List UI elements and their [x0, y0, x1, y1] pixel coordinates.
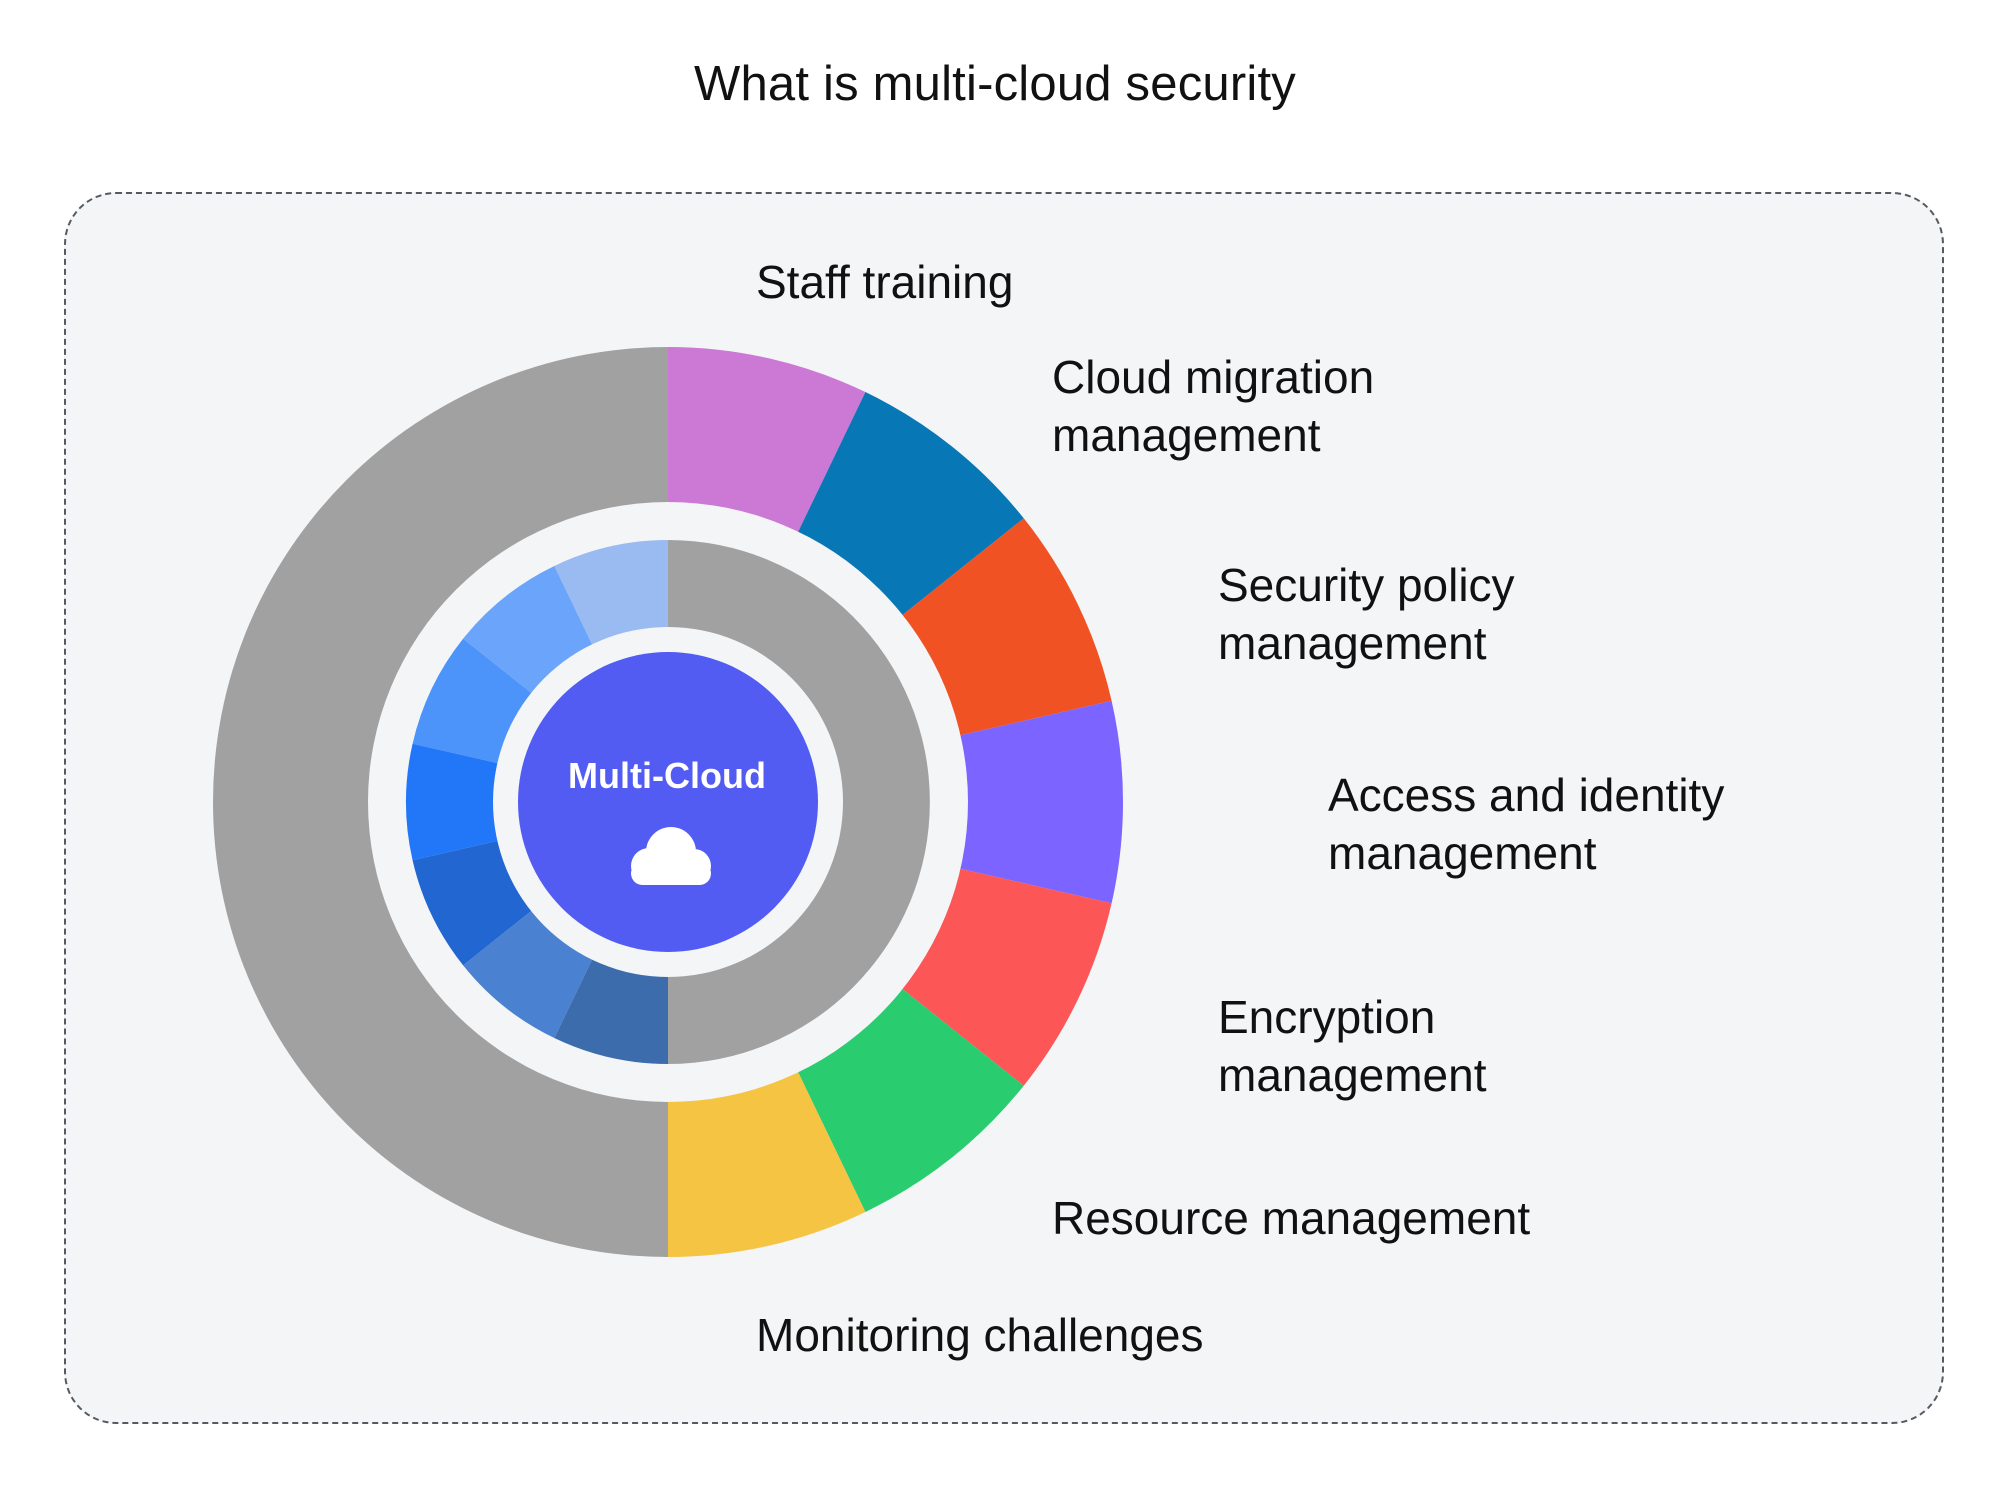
label-access-identity: Access and identity management [1328, 769, 1725, 879]
cloud-icon [631, 827, 711, 885]
center-disc [518, 652, 818, 952]
label-cloud-migration: Cloud migration management [1052, 351, 1375, 461]
center-label: Multi-Cloud [568, 755, 766, 796]
label-security-policy: Security policy management [1218, 559, 1515, 669]
label-staff-training: Staff training [756, 256, 1014, 308]
label-encryption: Encryption management [1218, 991, 1487, 1101]
label-monitoring: Monitoring challenges [756, 1309, 1204, 1361]
label-resource-management: Resource management [1052, 1192, 1531, 1244]
page-title: What is multi-cloud security [694, 57, 1296, 111]
